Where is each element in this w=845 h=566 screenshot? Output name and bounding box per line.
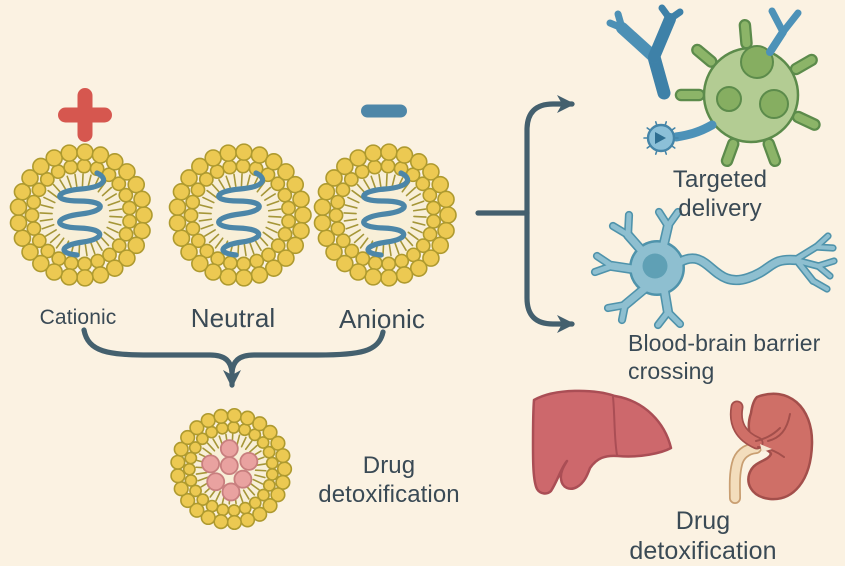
- neuron-icon: [590, 207, 838, 330]
- liver-icon: [531, 389, 673, 495]
- targeted-delivery-label: Targeted delivery: [672, 166, 768, 222]
- blood-brain-barrier-label: Blood-brain barrier crossing: [628, 330, 821, 384]
- drug-loaded-liposome-icon: [170, 407, 293, 531]
- plus-icon: [58, 88, 112, 142]
- cationic-label: Cationic: [39, 306, 117, 329]
- drug-detoxification-organs-label: Drug detoxification: [629, 507, 777, 565]
- cell-with-receptors-icon: [643, 7, 821, 168]
- minus-icon: [361, 104, 407, 118]
- merge-arrow-icon: [81, 327, 386, 388]
- drug-detoxification-vesicle-label: Drug detoxification: [318, 452, 460, 508]
- neutral-label: Neutral: [190, 303, 276, 333]
- figure-artwork: [9, 4, 838, 531]
- kidney-icon: [728, 392, 814, 504]
- branch-arrow-icon: [475, 95, 575, 333]
- antibody-icon: [606, 4, 684, 100]
- anionic-liposome-icon: [313, 143, 457, 287]
- cationic-liposome-icon: [9, 143, 153, 287]
- neutral-liposome-icon: [168, 143, 312, 287]
- anionic-label: Anionic: [339, 304, 425, 334]
- figure-liposome-applications: Cationic Neutral Anionic Targeted delive…: [9, 4, 838, 565]
